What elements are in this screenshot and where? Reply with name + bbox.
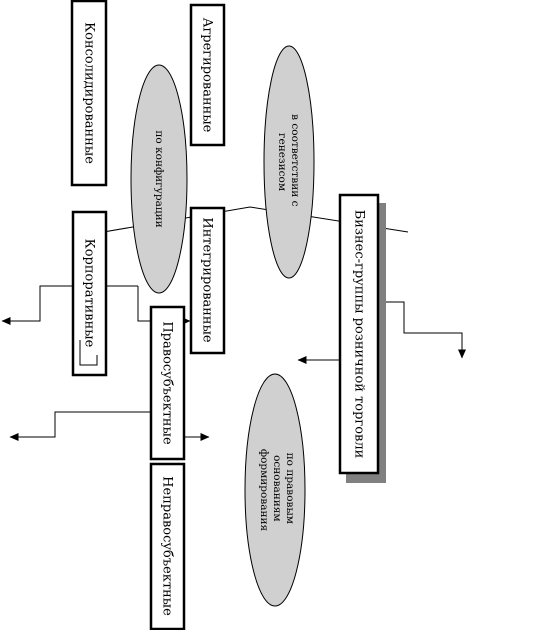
non-legal-subject-label: Неправосубъектные — [160, 476, 175, 616]
box-non-legal-subject: Неправосубъектные — [149, 462, 186, 630]
configuration-arrow-left — [1, 285, 138, 325]
main-box: Бизнес-группы розничной торговли — [338, 193, 386, 483]
ellipse-by-configuration: по конфигурации — [130, 64, 188, 294]
genesis-line-1: в соответствии с — [289, 114, 301, 206]
svg-text:в соответствии с генезис: в соответствии с генезисом — [276, 114, 301, 210]
box-integrated: Интегрированные — [189, 206, 226, 355]
consolidated-label: Консолидированные — [82, 22, 97, 164]
box-legal-subject: Правосубъектные — [149, 305, 186, 461]
box-corporate: Корпоративные — [71, 210, 108, 377]
legal-basis-line-2: основаниям — [271, 455, 283, 521]
ellipse-by-genesis: в соответствии с генезисом — [263, 45, 315, 279]
corporate-bracket — [79, 340, 98, 366]
connector-lines — [1, 206, 466, 441]
integrated-label: Интегрированные — [200, 217, 215, 343]
configuration-label: по конфигурации — [153, 130, 165, 227]
box-aggregated: Агрегированные — [189, 3, 226, 147]
genesis-arrow — [378, 301, 466, 359]
legal-subject-label: Правосубъектные — [160, 321, 175, 445]
legal-basis-line-3: формирования — [258, 449, 270, 532]
legal-subject-arrow-left — [9, 411, 150, 441]
box-consolidated: Консолидированные — [70, 0, 108, 187]
main-box-label: Бизнес-группы розничной торговли — [352, 210, 367, 459]
corporate-label: Корпоративные — [82, 239, 97, 348]
genesis-line-2: генезисом — [276, 133, 288, 191]
aggregated-label: Агрегированные — [200, 18, 215, 133]
svg-text:по правовым основаниям: по правовым основаниям формирования — [258, 449, 296, 532]
ellipse-by-legal-basis: по правовым основаниям формирования — [244, 373, 306, 607]
legal-basis-line-1: по правовым — [284, 453, 296, 524]
